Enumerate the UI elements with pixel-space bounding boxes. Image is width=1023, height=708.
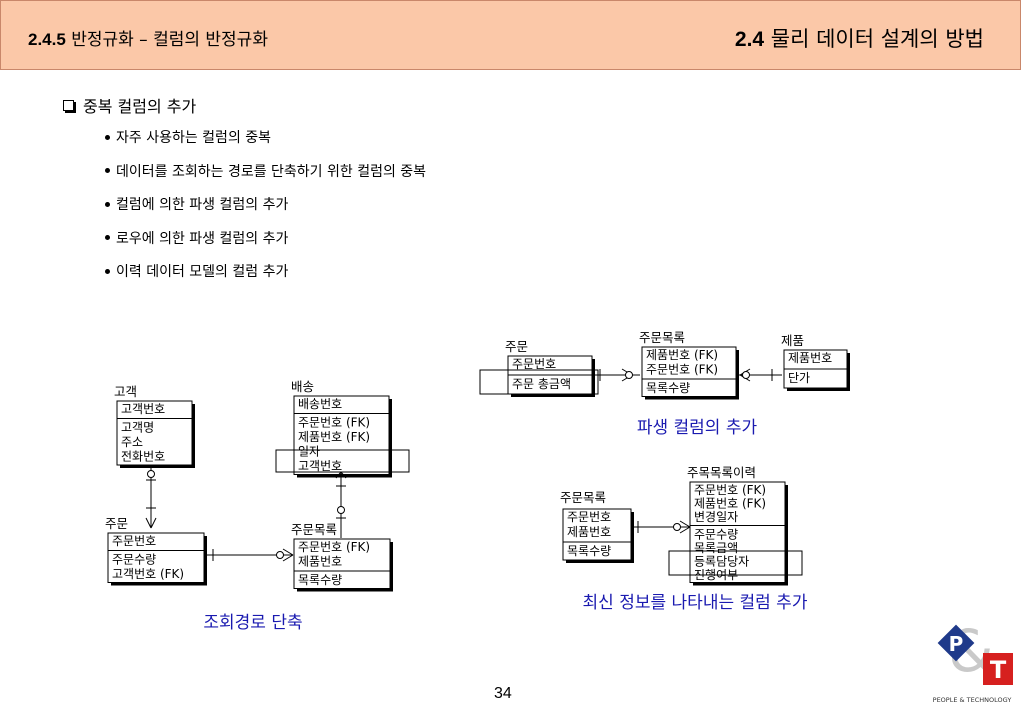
logo-letter-t: T [990,656,1007,684]
entity-name: 주문 [505,339,528,354]
entity-key-attr: 주문번호 [112,534,156,548]
entity-attr: 주문번호 (FK) [298,416,370,430]
entity-attr: 단가 [788,371,810,385]
entity-name: 고객 [114,384,137,399]
entity-attr: 목록수량 [646,381,690,395]
entity-key-attr: 제품번호 [298,555,342,569]
bullet-list: 중복 컬럼의 추가 자주 사용하는 컬럼의 중복 데이터를 조회하는 경로를 단… [63,93,426,290]
diagram2-caption: 파생 컬럼의 추가 [637,418,758,438]
entity-attr: 전화번호 [121,450,165,464]
people-technology-logo: & P T PEOPLE & TECHNOLOGY [933,623,1013,704]
entity-key-attr: 주문번호 (FK) [298,540,370,554]
entity-attr: 주문수량 [112,553,156,567]
entity-attr: 등록담당자 [694,555,749,569]
entity-key-attr: 배송번호 [298,397,342,411]
entity-attr: 목록수량 [298,573,342,587]
entity-name: 제품 [781,333,804,348]
entity-key-attr: 주문번호 [512,357,556,371]
main-bullet: 중복 컬럼의 추가 [63,93,426,117]
entity-key-attr: 제품번호 (FK) [646,348,718,362]
sub-bullet: 이력 데이터 모델의 컬럼 추가 [105,256,426,290]
entity-attr: 제품번호 (FK) [298,430,370,444]
entity-attr: 주문 총금액 [512,377,571,391]
logo-text: PEOPLE & TECHNOLOGY [933,696,1012,704]
entity-attr: 고객번호 (FK) [112,567,184,581]
bullet-dot-icon [105,201,110,207]
sub-bullet: 로우에 의한 파생 컬럼의 추가 [105,223,426,257]
entity-attr: 고객명 [121,421,154,435]
entity-key-attr: 제품번호 (FK) [694,497,766,511]
entity-name: 배송 [291,379,314,394]
entity-name: 주문목록 [639,330,685,345]
diagram3-caption: 최신 정보를 나타내는 컬럼 추가 [583,593,808,613]
entity-attr: 목록수량 [567,544,611,558]
entity-key-attr: 변경일자 [694,510,738,524]
highlight-boxes [275,369,803,576]
slide-header: 2.4.5 반정규화 – 컬럼의 반정규화 2.4 물리 데이터 설계의 방법 [0,0,1021,70]
diagram1-caption: 조회경로 단축 [203,613,302,633]
entity-name: 주문목록 [560,490,606,505]
entity-key-attr: 주문번호 (FK) [646,363,718,377]
bullet-dot-icon [105,134,110,140]
entity-attr: 목록금액 [694,541,738,555]
sub-bullet: 자주 사용하는 컬럼의 중복 [105,122,426,156]
logo-letter-p: P [949,632,964,656]
entity-key-attr: 고객번호 [121,402,165,416]
bullet-dot-icon [105,268,110,274]
bullet-dot-icon [105,168,110,173]
entity-name: 주문 [105,516,128,531]
entity-key-attr: 주문번호 [567,510,611,524]
entity-name: 주목목록이력 [687,465,756,480]
checkbox-bullet-icon [63,99,74,111]
chapter-title: 2.4 물리 데이터 설계의 방법 [734,27,984,51]
relationship-lines [145,368,782,562]
section-title: 2.4.5 반정규화 – 컬럼의 반정규화 [28,30,268,50]
sub-bullet: 컬럼에 의한 파생 컬럼의 추가 [105,189,426,223]
bullet-dot-icon [105,235,110,240]
page-number: 34 [494,685,512,702]
entity-key-attr: 제품번호 [567,525,611,539]
entity-attr: 주소 [121,435,143,449]
entity-name: 주문목록 [291,522,337,537]
entity-attr: 주문수량 [694,528,738,542]
entity-key-attr: 제품번호 [788,351,832,365]
entity-attr: 일자 [298,445,320,459]
sub-bullet: 데이터를 조회하는 경로를 단축하기 위한 컬럼의 중복 [105,156,426,190]
entity-key-attr: 주문번호 (FK) [694,483,766,497]
entity-attr: 고객번호 [298,459,342,473]
